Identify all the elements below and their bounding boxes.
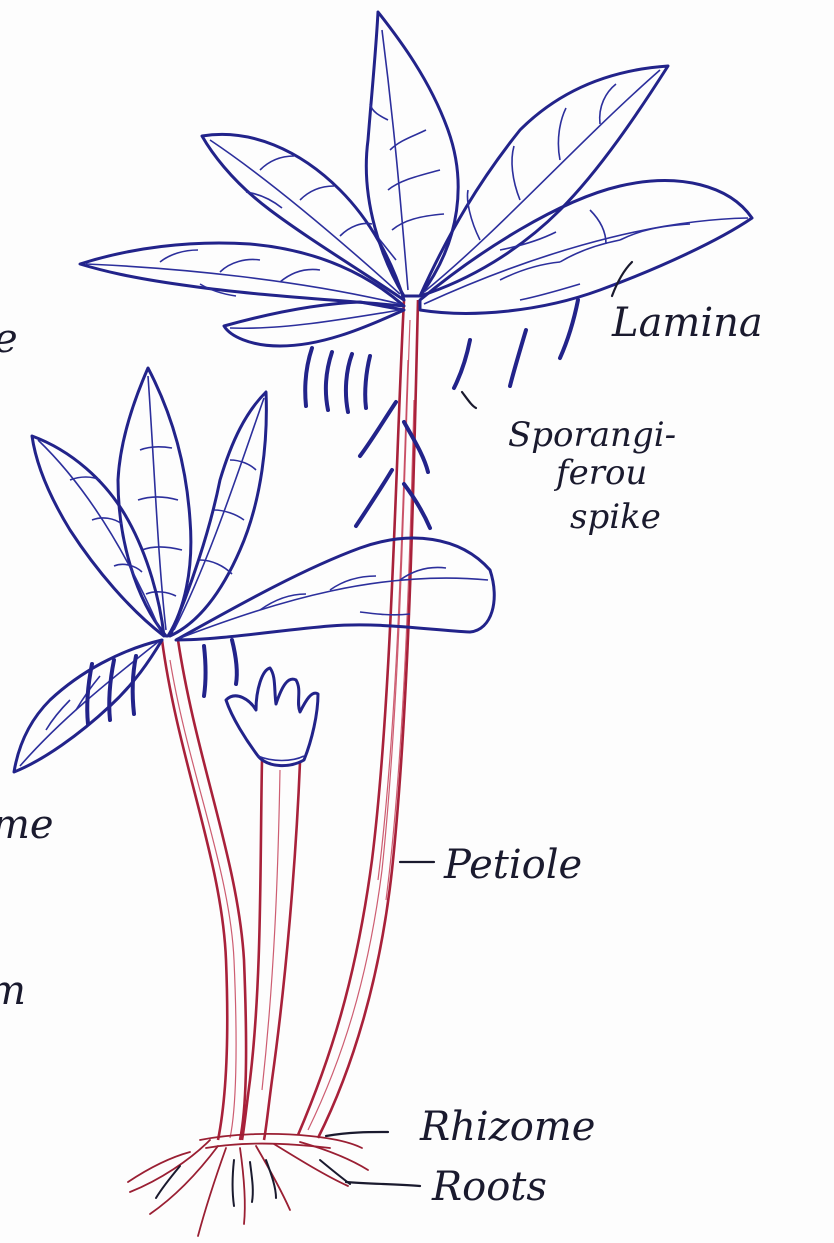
roots-pointer	[346, 1182, 420, 1186]
cut-label-bottom: m	[0, 968, 26, 1014]
rhizome-roots	[128, 1134, 368, 1236]
rhizome-label: Rhizome	[419, 1104, 595, 1150]
lamina-label: Lamina	[611, 300, 763, 346]
cut-label-top: e	[0, 316, 18, 362]
petiole-label: Petiole	[443, 842, 582, 888]
rhizome-pointer	[326, 1132, 388, 1136]
right-lamina	[80, 12, 752, 346]
sporangiferous-label-line2: ferou	[553, 453, 647, 493]
spike-pointer	[462, 392, 476, 408]
sporangiferous-label-line1: Sporangi-	[508, 415, 676, 455]
roots-label: Roots	[431, 1164, 547, 1210]
pointer-lines	[326, 262, 632, 1186]
cut-label-mid: me	[0, 802, 54, 848]
middle-petiole	[242, 760, 300, 1140]
sporangiferous-label-line3: spike	[570, 497, 661, 537]
left-spikes	[87, 640, 237, 724]
young-frond	[226, 668, 318, 766]
